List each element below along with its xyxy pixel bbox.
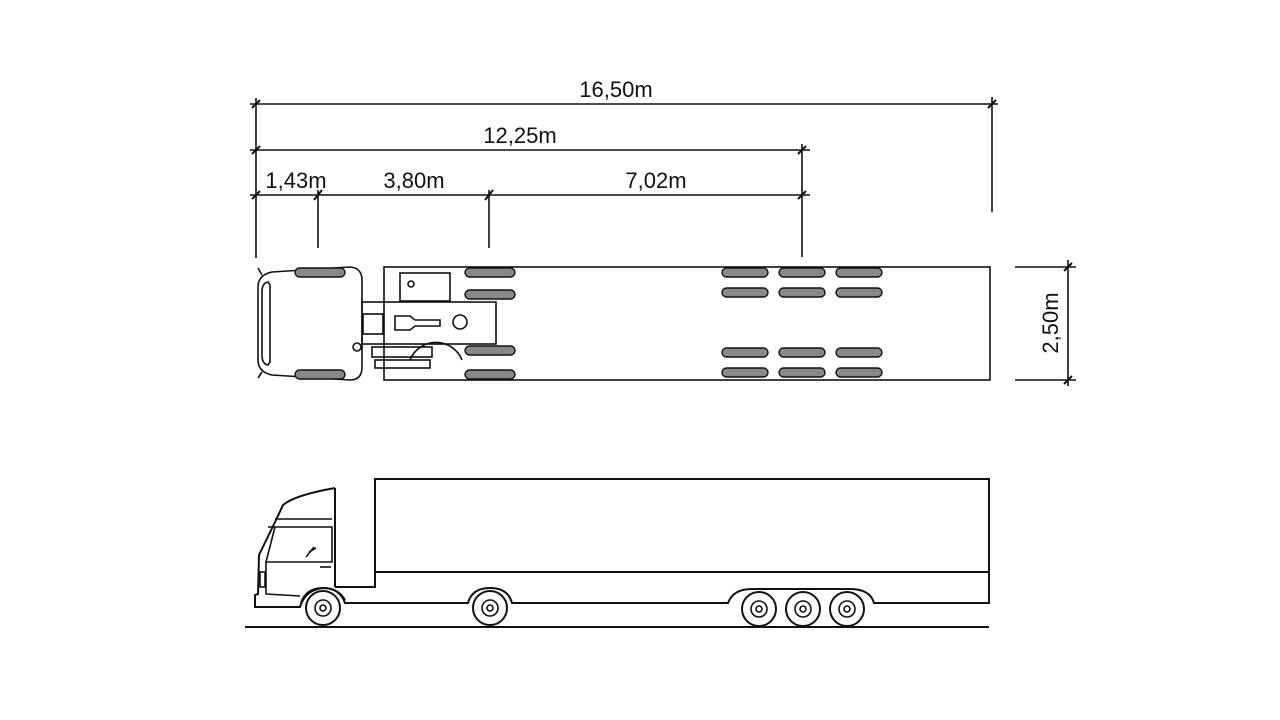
tire <box>721 367 769 378</box>
tire-front-left <box>294 267 346 278</box>
mirror-side <box>305 546 317 558</box>
wheel <box>741 591 777 627</box>
side-view <box>245 478 990 628</box>
tires-top <box>294 267 883 380</box>
top-view <box>257 266 991 381</box>
tire <box>464 267 516 278</box>
fuel-cap <box>407 280 415 288</box>
tire <box>464 289 516 300</box>
trailer-length-label: 12,25m <box>483 123 556 148</box>
wheel <box>829 591 865 627</box>
tire <box>835 347 883 358</box>
tire <box>778 267 826 278</box>
headlight <box>259 571 266 588</box>
air-tank <box>352 342 362 352</box>
mirror-right <box>257 371 263 379</box>
fuel-tank <box>399 272 451 302</box>
tire <box>464 369 516 380</box>
cab-top <box>257 266 363 381</box>
coupling <box>335 572 376 588</box>
tire <box>721 267 769 278</box>
windshield-top <box>261 281 271 366</box>
mirror-left <box>257 267 263 276</box>
tire <box>835 287 883 298</box>
tire-front-right <box>294 369 346 380</box>
tire <box>835 267 883 278</box>
overall-length-label: 16,50m <box>579 77 652 102</box>
wheel <box>472 590 508 626</box>
cab-window <box>264 518 333 597</box>
trailer-top <box>383 266 991 381</box>
tire <box>721 287 769 298</box>
tire <box>464 345 516 356</box>
fifth-wheel-plate <box>409 341 463 361</box>
dimension-lines <box>250 97 1076 386</box>
engine-block <box>362 313 384 335</box>
tractor-chassis <box>361 301 497 345</box>
cab-side <box>254 487 346 608</box>
tire <box>835 367 883 378</box>
fifth-wheel <box>452 314 468 330</box>
tick-marks <box>251 99 1073 385</box>
front-overhang-label: 1,43m <box>265 168 326 193</box>
trailer-box-side <box>374 478 990 573</box>
wheels-side <box>305 590 865 627</box>
width-label: 2,50m <box>1038 292 1063 353</box>
driveshaft <box>394 315 441 331</box>
tire <box>721 347 769 358</box>
tire <box>778 347 826 358</box>
wheel <box>305 590 341 626</box>
kingpin-axle-label: 7,02m <box>625 168 686 193</box>
tire <box>778 287 826 298</box>
toolbox <box>374 359 431 369</box>
tractor-wheelbase-label: 3,80m <box>383 168 444 193</box>
tire <box>778 367 826 378</box>
wheel <box>785 591 821 627</box>
trailer-chassis-side <box>300 572 990 604</box>
battery-box <box>371 346 433 358</box>
